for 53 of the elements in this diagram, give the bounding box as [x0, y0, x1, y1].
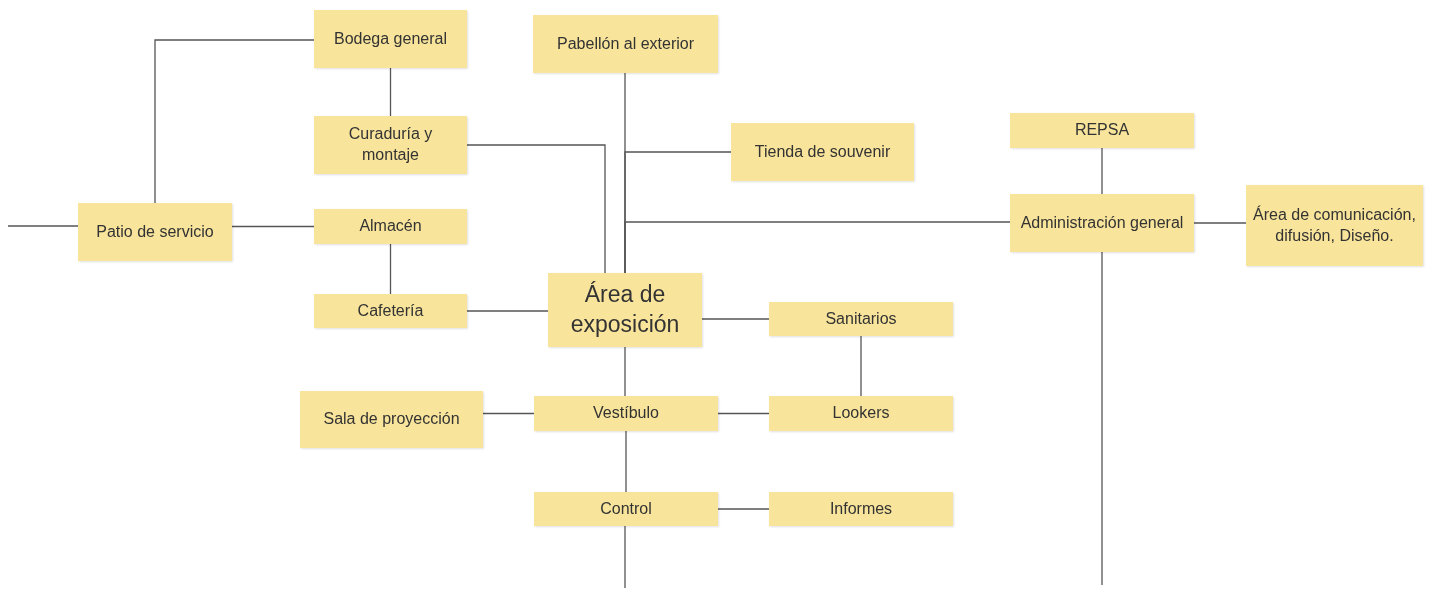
room-label: Informes	[828, 498, 894, 519]
connector-line	[1101, 251, 1103, 586]
connector-line	[717, 508, 770, 510]
room-box	[769, 396, 953, 431]
room-box	[314, 209, 467, 244]
room-label: Curaduría y montaje	[347, 124, 434, 165]
room-label: Sala de proyección	[322, 409, 461, 430]
room-box	[314, 116, 467, 174]
connector-line	[389, 67, 392, 117]
room-box	[78, 203, 232, 261]
connector-line	[1101, 147, 1103, 195]
room-box	[300, 391, 483, 448]
room-box	[314, 10, 467, 68]
connector-line	[389, 243, 392, 295]
room-label: Patio de servicio	[95, 221, 215, 242]
room-label: Almacén	[358, 216, 423, 237]
connector-line	[624, 346, 626, 397]
room-box	[534, 492, 718, 526]
room-label: Área de comunicación, difusión, Diseño.	[1252, 204, 1417, 246]
room-label: Vestíbulo	[592, 403, 660, 424]
connector-line	[717, 412, 770, 415]
room-box	[731, 123, 914, 181]
room-label: Área de exposición	[569, 280, 681, 339]
connector-line	[860, 335, 862, 397]
connector-line	[466, 310, 549, 312]
room-label: Bodega general	[333, 28, 448, 49]
connector-line	[1193, 222, 1247, 224]
connector-line	[482, 412, 535, 415]
room-box	[1246, 185, 1423, 266]
room-box	[548, 273, 702, 347]
connector-line	[7, 225, 79, 227]
room-label: Pabellón al exterior	[556, 33, 695, 54]
connector-line	[154, 39, 315, 204]
room-label: Administración general	[1019, 212, 1185, 233]
room-label: REPSA	[1073, 120, 1131, 141]
room-box	[1010, 113, 1194, 148]
connector-line	[624, 221, 1011, 274]
connector-line	[701, 318, 770, 320]
room-box	[534, 396, 718, 431]
room-box	[769, 492, 953, 526]
room-label: Sanitarios	[824, 308, 898, 329]
room-box	[314, 294, 467, 328]
connector-line	[231, 225, 315, 228]
room-label: Tienda de souvenir	[753, 141, 892, 162]
room-label: Control	[599, 498, 653, 519]
room-box	[1010, 194, 1194, 252]
connector-line	[625, 430, 627, 493]
room-box	[769, 302, 953, 336]
connector-line	[624, 525, 626, 589]
room-label: Cafetería	[356, 300, 425, 321]
connector-line	[466, 144, 606, 274]
room-label: Lookers	[831, 403, 891, 424]
room-box	[533, 15, 718, 73]
